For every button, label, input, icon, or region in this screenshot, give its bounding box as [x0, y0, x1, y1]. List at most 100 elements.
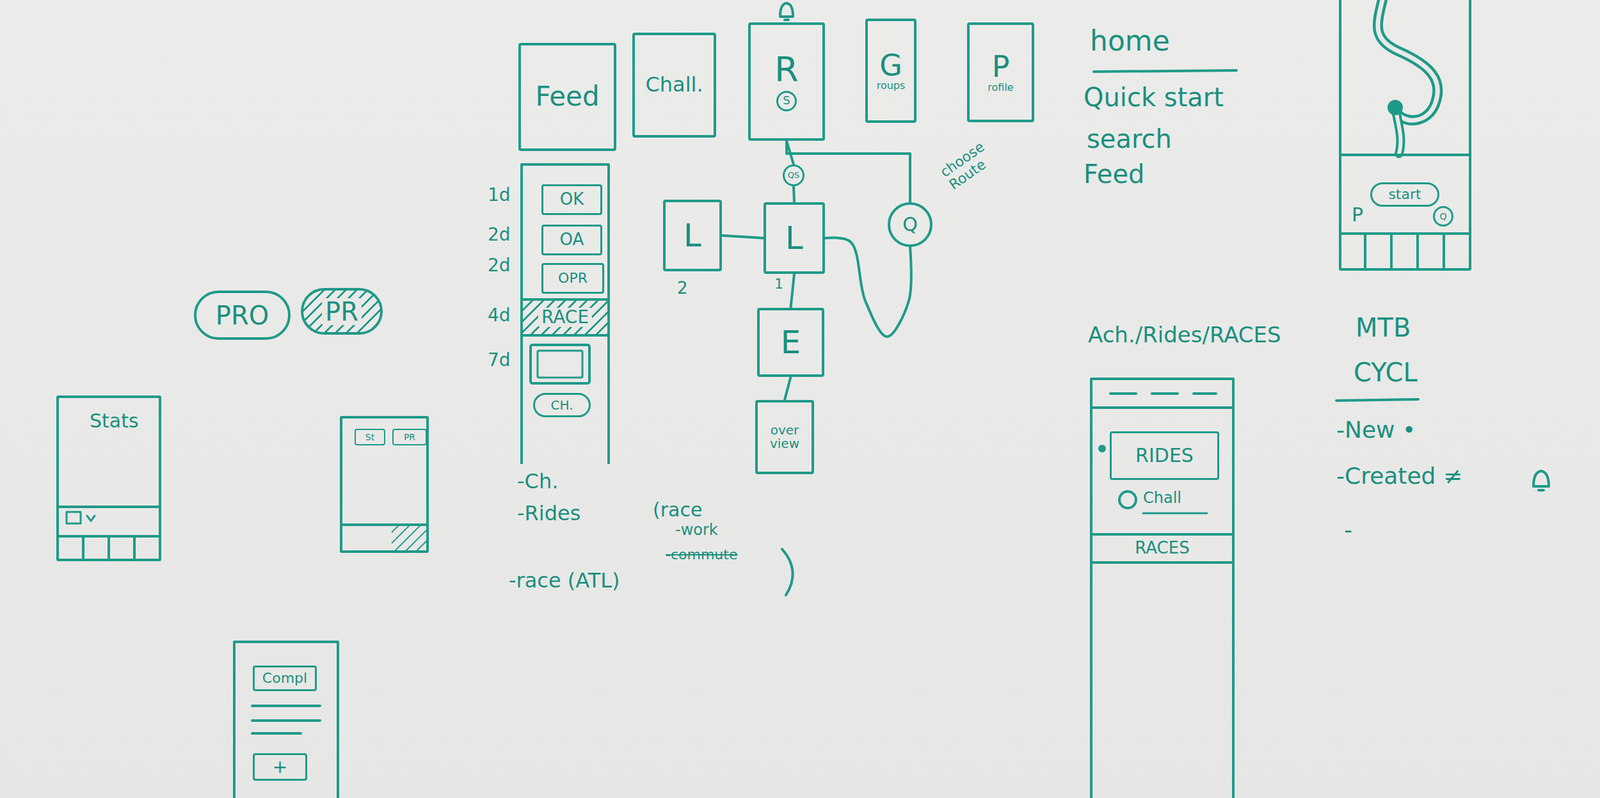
node-text: Q [902, 214, 918, 235]
heading-text: CYCL [1353, 358, 1418, 387]
node-text: Stats [89, 410, 139, 432]
map-route-inner [1377, 0, 1438, 121]
tab-box: Feed [518, 42, 617, 152]
node-text: rofile [987, 82, 1014, 94]
node-text: PRO [215, 302, 269, 329]
header-dashes [1110, 392, 1216, 395]
screen-box: L [763, 202, 825, 274]
connector-line [793, 186, 795, 203]
list-lines [252, 705, 320, 734]
note-text: -Created ≠ [1336, 463, 1463, 489]
stats-phone: Stats [56, 395, 162, 562]
radio-circle [1119, 491, 1136, 509]
empty-card [530, 344, 590, 384]
phone-frame: OK OA OPR RACE CH. [520, 163, 610, 464]
node-text: PR [403, 432, 416, 443]
connector-line [824, 237, 912, 337]
node-text: E [780, 325, 802, 360]
node-text: S [776, 90, 797, 112]
day-label: 2d [487, 225, 511, 246]
note-text: - [1344, 517, 1353, 543]
tab-label: Chall [1143, 489, 1182, 507]
feed-card: OK [541, 184, 603, 216]
screen-box: L [663, 199, 722, 272]
start-button: start [1370, 182, 1440, 207]
tab-chip: St [354, 428, 386, 446]
map-route [1396, 113, 1401, 154]
node-text: RIDES [1135, 445, 1194, 466]
map-phone: PstartQ [1338, 0, 1472, 271]
node-text: + [272, 757, 288, 777]
heading-text: MTB [1355, 313, 1411, 342]
title-box: Compl [252, 665, 317, 692]
map-route-inner [1396, 113, 1401, 154]
note-text: choose Route [937, 133, 1006, 194]
feed-card: OPR [541, 263, 605, 294]
quick-start-circle: QS [782, 164, 805, 187]
day-label: 1d [487, 185, 511, 206]
node-text: RACES [1134, 539, 1190, 557]
node-text: roups [876, 80, 906, 92]
node-text: OK [560, 190, 585, 208]
phone-frame: St PR [339, 416, 429, 553]
bracket [782, 549, 793, 596]
note-text: -work [675, 521, 719, 539]
races-band: RACES [1092, 533, 1232, 564]
map-divider [1340, 153, 1471, 157]
sketch-strokes [57, 0, 1549, 734]
node-text: PR [321, 298, 362, 326]
connector-line [791, 273, 795, 308]
underline [1093, 70, 1237, 72]
screen-box: E [757, 307, 825, 377]
node-text: St [365, 432, 375, 443]
node-text: Chall. [645, 74, 703, 96]
node-text: Q [1439, 211, 1447, 222]
map-pin [1388, 101, 1402, 114]
note-text: Feed [1083, 160, 1145, 189]
pro-badge: PRO [193, 290, 291, 340]
header-line [1092, 406, 1232, 409]
map-route [1377, 0, 1438, 121]
tab-box: Profile [967, 22, 1035, 123]
node-text: G [879, 49, 903, 81]
day-label: 2d [487, 256, 511, 276]
pro-badge: PR [300, 288, 383, 335]
note-text: -commute [665, 547, 738, 563]
connector-line [784, 376, 792, 400]
node-text: QS [787, 170, 800, 180]
heading-text: home [1089, 25, 1170, 57]
rides-box: RIDES [1109, 431, 1220, 480]
underline [1143, 512, 1208, 515]
callout-number: 1 [774, 276, 784, 292]
tab-box: RS [748, 22, 825, 141]
add-button: + [252, 753, 308, 781]
node-text: P [1351, 204, 1364, 226]
phone-frame: RIDES RACES [1089, 377, 1235, 798]
node-text: L [785, 221, 804, 256]
tab-box: Groups [865, 18, 917, 123]
node-text: over view [757, 423, 812, 451]
node-text: P [992, 51, 1010, 82]
feed-card: OA [541, 224, 603, 256]
day-label: 7d [487, 350, 511, 371]
screen-box: over view [755, 400, 815, 475]
node-text: R [774, 51, 799, 89]
connector-line [786, 140, 911, 203]
tab-box: Chall. [632, 32, 717, 138]
note-text: Quick start [1083, 83, 1224, 112]
node-text: Compl [262, 670, 308, 686]
note-text: search [1086, 124, 1172, 153]
bell-icon [780, 3, 793, 20]
tab-bar [57, 506, 160, 560]
day-label: 4d [487, 305, 511, 326]
note-text: -Rides [517, 502, 581, 525]
node-text: CH. [550, 398, 573, 413]
node-text: RACE [538, 307, 592, 327]
tab-bar [341, 523, 428, 527]
search-circle: Q [1432, 206, 1454, 227]
note-text: -race (ATL) [508, 569, 621, 592]
node-text: Feed [535, 82, 600, 111]
node-text: start [1388, 186, 1421, 202]
